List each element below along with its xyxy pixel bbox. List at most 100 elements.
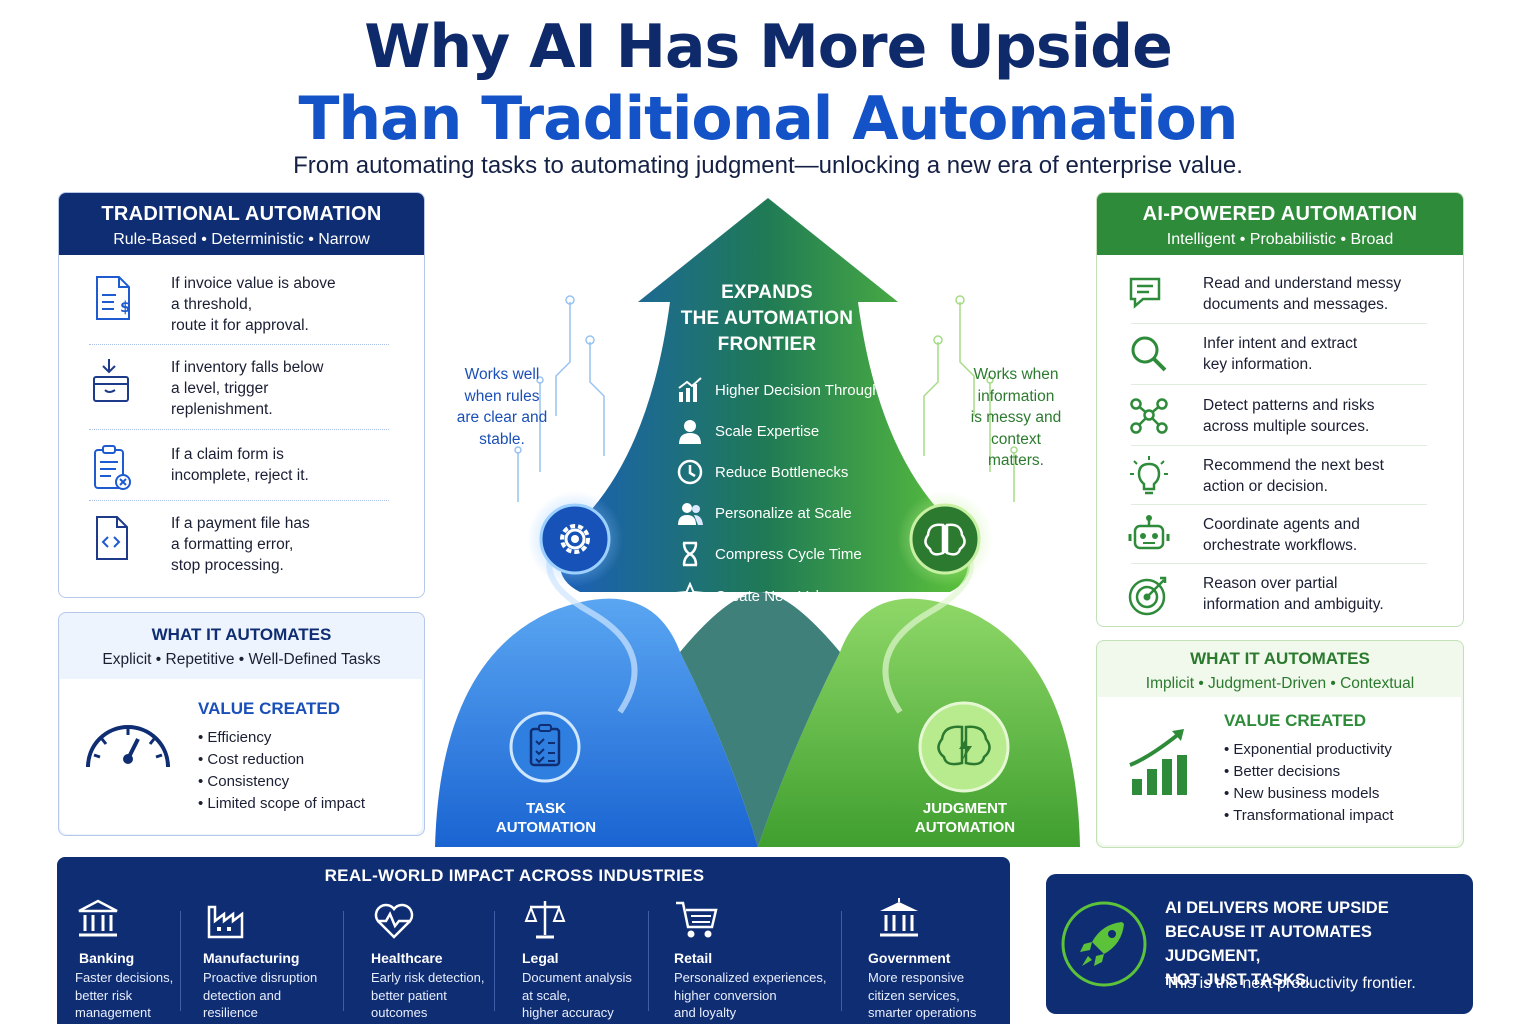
divider [89, 429, 389, 430]
target-icon [1128, 576, 1167, 616]
gear-icon [560, 524, 590, 554]
note-line: Works when [973, 366, 1059, 383]
industry-desc: Document analysis at scale, higher accur… [522, 969, 632, 1022]
ai-heading: AI-POWERED AUTOMATION [1142, 203, 1418, 225]
ai-text-line: Read and understand messy [1203, 275, 1402, 292]
desc-line: Document analysis [522, 970, 632, 985]
task-automation-label: TASK AUTOMATION [478, 799, 614, 837]
desc-line: management [75, 1005, 151, 1020]
industries-heading: REAL-WORLD IMPACT ACROSS INDUSTRIES [324, 866, 705, 885]
desc-line: Personalized experiences, [674, 970, 827, 985]
cart-icon [676, 901, 718, 938]
benefit-scale-expertise: Scale Expertise [676, 417, 819, 445]
ai-item-coordinate: Coordinate agents and orchestrate workfl… [1127, 514, 1457, 558]
rule-text-line: a threshold, [171, 296, 252, 313]
divider [1131, 384, 1427, 385]
ai-text-line: Reason over partial [1203, 575, 1338, 592]
ai-text-line: information and ambiguity. [1203, 596, 1384, 613]
desc-line: higher accuracy [522, 1005, 614, 1020]
ai-text-line: Recommend the next best [1203, 457, 1384, 474]
industry-desc: Personalized experiences, higher convers… [674, 969, 826, 1022]
benefit-label: Reduce Bottlenecks [715, 463, 849, 481]
industry-retail: Retail Personalized experiences, higher … [674, 897, 826, 1022]
hourglass-icon [682, 541, 698, 567]
benefit-decision-throughput: Higher Decision Throughput [676, 376, 902, 404]
rule-text-line: If inventory falls below [171, 359, 324, 376]
industry-name: Legal [522, 950, 559, 966]
industry-government: Government More responsive citizen servi… [868, 897, 976, 1022]
ai-text-line: documents and messages. [1203, 296, 1389, 313]
value-item: • Transformational impact [1224, 807, 1394, 824]
separator [343, 911, 344, 1011]
upside-callout: AI DELIVERS MORE UPSIDE BECAUSE IT AUTOM… [1046, 874, 1473, 1014]
desc-line: and loyalty [674, 1005, 737, 1020]
traditional-subheading: Rule-Based • Deterministic • Narrow [113, 231, 370, 248]
value-item: • Limited scope of impact [198, 795, 365, 812]
speedometer-icon [86, 725, 170, 768]
rule-text-line: If a claim form is [171, 446, 284, 463]
ai-value-box: VALUE CREATED • Exponential productivity… [1098, 697, 1461, 845]
benefit-new-value: Create New Value [676, 582, 836, 610]
invoice-icon: $ [96, 276, 130, 320]
industry-manufacturing: Manufacturing Proactive disruption detec… [203, 897, 317, 1022]
rule-text-line: If a payment file has [171, 515, 310, 532]
value-item: • Efficiency [198, 729, 272, 746]
expands-line: FRONTIER [717, 334, 817, 355]
traditional-value-list: • Efficiency • Cost reduction • Consiste… [198, 727, 365, 815]
rule-text-line: If invoice value is above [171, 275, 336, 292]
benefit-label: Create New Value [715, 587, 836, 605]
desc-line: smarter operations [868, 1005, 977, 1020]
note-line: information [977, 387, 1055, 405]
desc-line: higher conversion [674, 987, 777, 1003]
divider [1131, 504, 1427, 505]
note-line: when rules [464, 387, 540, 405]
ai-text-line: key information. [1203, 356, 1313, 373]
desc-line: Faster decisions, [75, 970, 174, 985]
expands-frontier-heading: EXPANDS THE AUTOMATION FRONTIER [638, 280, 896, 358]
benefit-personalize: Personalize at Scale [676, 499, 852, 527]
desc-line: detection and [203, 987, 282, 1003]
heart-pulse-icon [374, 903, 414, 939]
rule-item-invoice: $ If invoice value is above a threshold,… [89, 273, 419, 336]
people-icon [678, 503, 703, 525]
payment-file-icon [96, 516, 128, 560]
rule-text-line: stop processing. [171, 557, 284, 574]
note-line: Works well [464, 366, 540, 383]
divider [89, 344, 389, 345]
divider [1131, 563, 1427, 564]
callout-subtext: This is the next productivity frontier. [1165, 975, 1416, 992]
network-icon [1130, 398, 1168, 434]
task-automation-note: Works well when rules are clear and stab… [450, 364, 554, 450]
callout-title: AI DELIVERS MORE UPSIDE BECAUSE IT AUTOM… [1165, 896, 1465, 992]
industry-legal: Legal Document analysis at scale, higher… [522, 897, 632, 1022]
ai-header: AI-POWERED AUTOMATION Intelligent • Prob… [1097, 193, 1463, 255]
label-line: AUTOMATION [914, 819, 1016, 836]
industry-name: Government [868, 950, 951, 966]
page-title-line2: Than Traditional Automation [298, 84, 1238, 154]
separator [494, 911, 495, 1011]
clock-icon [677, 459, 703, 485]
ai-value-heading: VALUE CREATED [1224, 711, 1366, 730]
inventory-box-icon [93, 359, 129, 402]
label-line: JUDGMENT [922, 800, 1008, 817]
callout-line: BECAUSE IT AUTOMATES JUDGMENT, [1165, 923, 1372, 965]
divider [89, 500, 389, 501]
page-subtitle: From automating tasks to automating judg… [293, 152, 1243, 179]
industry-healthcare: Healthcare Early risk detection, better … [371, 897, 484, 1022]
note-line: matters. [988, 452, 1044, 469]
note-line: are clear and [456, 409, 548, 426]
divider [1131, 445, 1427, 446]
rule-text-line: route it for approval. [171, 317, 309, 334]
industry-name: Retail [674, 950, 713, 966]
brain-icon [924, 523, 966, 556]
industry-desc: Early risk detection, better patient out… [371, 969, 484, 1022]
expands-line: THE AUTOMATION [680, 308, 854, 329]
value-item: • New business models [1224, 785, 1380, 802]
ai-text-line: Coordinate agents and [1203, 516, 1360, 533]
ai-what-panel: WHAT IT AUTOMATES Implicit • Judgment-Dr… [1096, 640, 1464, 848]
ai-value-list: • Exponential productivity • Better deci… [1224, 739, 1393, 827]
svg-text:$: $ [120, 298, 130, 316]
note-line: stable. [479, 430, 525, 448]
industry-name: Banking [79, 950, 135, 966]
label-line: TASK [526, 800, 566, 817]
